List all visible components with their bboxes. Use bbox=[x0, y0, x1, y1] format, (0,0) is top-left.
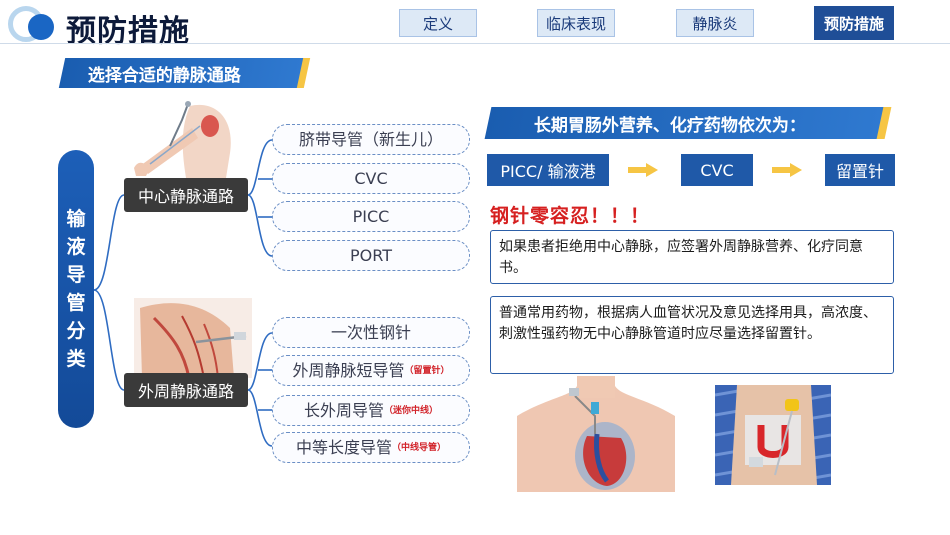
peripheral-item-long-catheter: 长外周导管（迷你中线） bbox=[272, 395, 470, 426]
tab-underline bbox=[0, 43, 950, 44]
peripheral-item-steel-needle: 一次性钢针 bbox=[272, 317, 470, 348]
arrow-right-icon bbox=[628, 163, 658, 177]
connector-to-peripheral bbox=[93, 289, 125, 391]
central-venous-access-label: 中心静脉通路 bbox=[124, 178, 248, 212]
tab-clinical[interactable]: 临床表现 bbox=[537, 9, 615, 37]
tab-definition[interactable]: 定义 bbox=[399, 9, 477, 37]
right-section-title: 长期胃肠外营养、化疗药物依次为： bbox=[534, 115, 806, 136]
item-text: 一次性钢针 bbox=[330, 322, 411, 342]
flow-step-cvc: CVC bbox=[681, 154, 753, 186]
vlabel-char: 液 bbox=[66, 236, 86, 258]
peripheral-line-arm-illustration bbox=[134, 298, 252, 378]
central-brace bbox=[247, 139, 273, 257]
right-section-banner: 长期胃肠外营养、化疗药物依次为： bbox=[484, 107, 884, 139]
central-item-port: PORT bbox=[272, 240, 470, 271]
chest-port-illustration bbox=[517, 376, 675, 492]
vlabel-char: 管 bbox=[66, 292, 86, 314]
item-note: （留置针） bbox=[404, 365, 450, 376]
item-note: （中线导管） bbox=[392, 442, 447, 453]
vlabel-char: 分 bbox=[66, 320, 86, 342]
general-medication-note: 普通常用药物，根据病人血管状况及意见选择用具，高浓度、刺激性强药物无中心静脉管道… bbox=[490, 296, 894, 374]
consent-note: 如果患者拒绝用中心静脉，应签署外周静脉营养、化疗同意书。 bbox=[490, 230, 894, 284]
vlabel-char: 导 bbox=[66, 264, 86, 286]
peripheral-item-short-catheter: 外周静脉短导管（留置针） bbox=[272, 355, 470, 386]
peripheral-venous-access-label: 外周静脉通路 bbox=[124, 373, 248, 407]
item-note: （迷你中线） bbox=[384, 405, 439, 416]
flow-step-picc-port: PICC/ 输液港 bbox=[487, 154, 609, 186]
logo-dot bbox=[28, 14, 54, 40]
vlabel-char: 类 bbox=[66, 348, 86, 370]
central-item-picc: PICC bbox=[272, 201, 470, 232]
peripheral-item-midline: 中等长度导管（中线导管） bbox=[272, 432, 470, 463]
central-item-cvc: CVC bbox=[272, 163, 470, 194]
arm-cannula-illustration bbox=[715, 385, 831, 485]
peripheral-brace bbox=[247, 332, 273, 447]
vertical-category-label: 输 液 导 管 分 类 bbox=[58, 150, 94, 428]
tab-prevention[interactable]: 预防措施 bbox=[814, 6, 894, 40]
central-item-umbilical: 脐带导管（新生儿） bbox=[272, 124, 470, 155]
vlabel-char: 输 bbox=[66, 208, 86, 230]
flow-step-cannula: 留置针 bbox=[825, 154, 895, 186]
item-text: 外周静脉短导管 bbox=[292, 360, 405, 380]
item-text: 长外周导管 bbox=[303, 400, 384, 420]
steel-needle-warning: 钢针零容忍！！！ bbox=[490, 205, 651, 227]
connector-to-central bbox=[93, 194, 125, 291]
arrow-right-icon bbox=[772, 163, 802, 177]
item-text: 中等长度导管 bbox=[295, 437, 392, 457]
tab-phlebitis[interactable]: 静脉炎 bbox=[676, 9, 754, 37]
central-line-arm-illustration bbox=[134, 101, 231, 178]
